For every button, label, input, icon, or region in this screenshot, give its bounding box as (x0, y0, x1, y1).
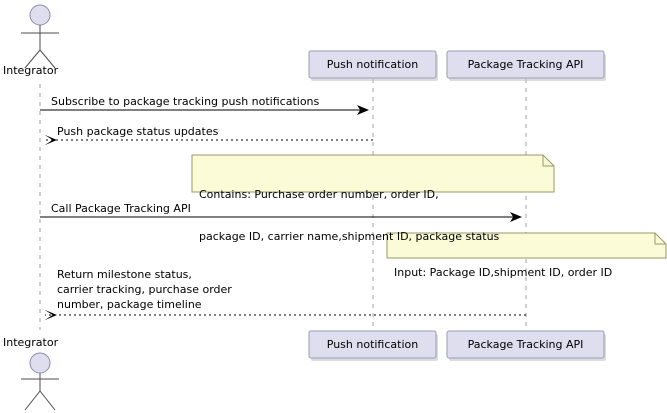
participant-box-package-tracking-api-top[interactable] (446, 50, 606, 81)
note-text-push-contents: Contains: Purchase order number, order I… (199, 160, 499, 272)
message-label-return-milestone: Return milestone status, carrier trackin… (57, 268, 232, 311)
participant-label-package-tracking-api-top[interactable]: Package Tracking API (467, 58, 584, 71)
actor-label-integrator-top: Integrator (3, 64, 59, 77)
participant-label-push-notification-top[interactable]: Push notification (326, 58, 419, 71)
participant-box-push-notification-bottom[interactable] (308, 330, 438, 361)
note-line: package ID, carrier name,shipment ID, pa… (199, 230, 500, 243)
actor-integrator-top-figure (21, 4, 59, 69)
message-label-subscribe: Subscribe to package tracking push notif… (51, 95, 320, 108)
actor-integrator-bottom-figure (21, 352, 59, 411)
participant-label-package-tracking-api-bottom[interactable]: Package Tracking API (467, 338, 584, 351)
actor-label-integrator-bottom: Integrator (3, 336, 59, 349)
message-label-push-updates: Push package status updates (57, 125, 219, 138)
note-push-contents-shape (191, 154, 555, 193)
participant-label-push-notification-bottom[interactable]: Push notification (326, 338, 419, 351)
participant-box-push-notification-top[interactable] (308, 50, 438, 81)
message-label-call-api: Call Package Tracking API (51, 202, 191, 215)
note-api-input-shape (386, 232, 667, 259)
note-line: Contains: Purchase order number, order I… (199, 188, 439, 201)
note-line: Input: Package ID,shipment ID, order ID (394, 266, 613, 279)
note-text-api-input: Input: Package ID,shipment ID, order ID (394, 238, 612, 308)
participant-box-package-tracking-api-bottom[interactable] (446, 330, 606, 361)
